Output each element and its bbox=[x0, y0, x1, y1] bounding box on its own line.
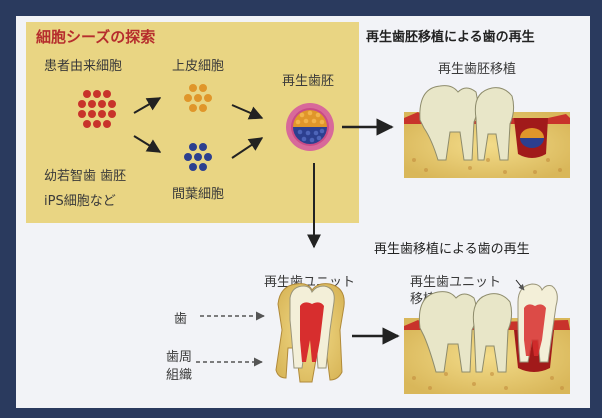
patient-cells-cluster bbox=[78, 90, 116, 128]
tooth-unit-illustration bbox=[276, 284, 344, 382]
mesenchymal-cells-cluster bbox=[184, 143, 212, 171]
tooth-germ-icon bbox=[286, 103, 334, 151]
germ-transplant-illustration bbox=[404, 86, 570, 178]
epithelial-cells-cluster bbox=[184, 84, 212, 112]
unit-transplant-illustration bbox=[404, 284, 570, 394]
